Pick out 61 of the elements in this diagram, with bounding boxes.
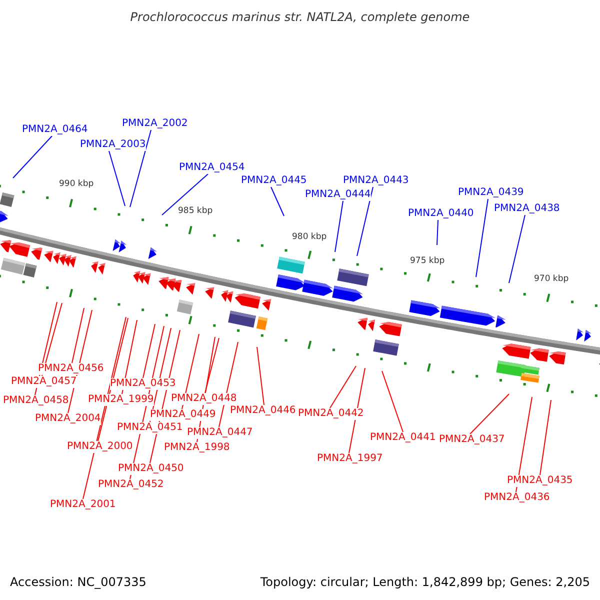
gene-label: PMN2A_1998 (164, 442, 230, 454)
leader-line (72, 308, 84, 364)
accession-text: Accession: NC_007335 (10, 576, 146, 588)
gene-label: PMN2A_0439 (458, 187, 524, 199)
leader-line (382, 370, 404, 432)
leader-line (476, 198, 488, 278)
leader-line (142, 324, 156, 378)
gene-label: PMN2A_0447 (187, 427, 253, 439)
axis-tick-label: 980 kbp (292, 231, 327, 243)
gene-label: PMN2A_0464 (22, 124, 88, 136)
gene-label: PMN2A_0453 (110, 378, 176, 390)
leader-line (508, 214, 526, 284)
gene-label: PMN2A_0445 (241, 175, 307, 187)
gene-label: PMN2A_0435 (507, 475, 573, 487)
axis-tick-label: 975 kbp (410, 255, 445, 267)
gene-label: PMN2A_1997 (317, 453, 383, 465)
leader-line (540, 400, 552, 476)
leader-line (130, 130, 152, 208)
leader-line (12, 136, 52, 178)
gene-label: PMN2A_2003 (80, 139, 146, 151)
gene-label: PMN2A_0450 (118, 463, 184, 475)
gene-label: PMN2A_0457 (11, 376, 77, 388)
gene-label: PMN2A_0449 (150, 409, 216, 421)
gene-label: PMN2A_0446 (230, 405, 296, 417)
gene-label: PMN2A_0452 (98, 479, 164, 491)
leader-line (470, 394, 510, 434)
gene-label: PMN2A_0451 (117, 422, 183, 434)
gene-label: PMN2A_0442 (298, 408, 364, 420)
leader-line (334, 200, 344, 252)
gene-label: PMN2A_0440 (408, 208, 474, 220)
gene-label: PMN2A_0441 (370, 432, 436, 444)
genome-info-text: Topology: circular; Length: 1,842,899 bp; Genes: 2,205 (260, 576, 590, 588)
leader-line (162, 174, 208, 216)
gene-label: PMN2A_0436 (484, 492, 550, 504)
gene-label: PMN2A_2004 (35, 413, 101, 425)
leader-line (218, 342, 238, 428)
axis-tick-label: 990 kbp (59, 178, 94, 190)
gene-label: PMN2A_2002 (122, 118, 188, 130)
gene-label: PMN2A_0448 (171, 393, 237, 405)
gene-label: PMN2A_0438 (494, 203, 560, 215)
leader-line (356, 186, 374, 256)
axis-tick-label: 970 kbp (534, 273, 569, 285)
leader-line (204, 338, 220, 394)
gene-label: PMN2A_2000 (67, 441, 133, 453)
gene-label: PMN2A_0456 (38, 363, 104, 375)
gene-label: PMN2A_0458 (3, 395, 69, 407)
gene-label: PMN2A_0443 (343, 175, 409, 187)
axis-tick-label: 985 kbp (178, 205, 213, 217)
leader-line (270, 186, 284, 216)
leader-line (436, 220, 438, 246)
leader-line (348, 368, 366, 454)
leader-line (108, 150, 126, 206)
gene-label: PMN2A_1999 (88, 394, 154, 406)
leader-line (256, 346, 264, 406)
title: Prochlorococcus marinus str. NATL2A, complete genome (129, 11, 471, 23)
gene-label: PMN2A_2001 (50, 499, 116, 511)
leader-line (516, 396, 532, 492)
gene-label: PMN2A_0454 (179, 162, 245, 174)
gene-label: PMN2A_0437 (439, 434, 505, 446)
gene-label: PMN2A_0444 (305, 189, 371, 201)
leader-line (330, 366, 356, 408)
